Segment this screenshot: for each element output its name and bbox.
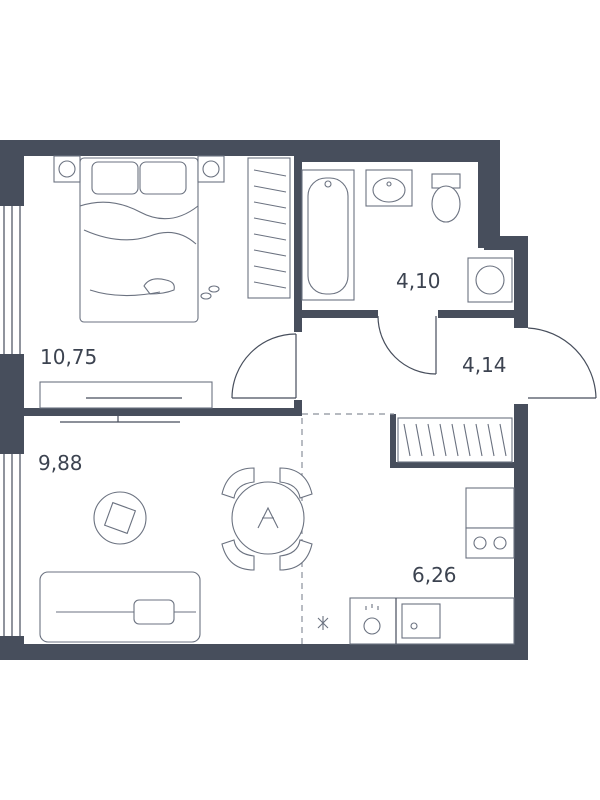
- sofa: [39, 571, 201, 643]
- slippers: [200, 285, 220, 300]
- living-area-label: 9,88: [38, 451, 83, 475]
- hood-icon: [317, 616, 329, 630]
- door-bathroom: [377, 315, 437, 375]
- washing-machine: [467, 257, 513, 303]
- window-bedroom: [0, 206, 24, 354]
- dining-table: [231, 481, 305, 555]
- kitchen-area-label: 6,26: [412, 563, 457, 587]
- sink: [365, 169, 413, 207]
- door-entrance: [527, 327, 597, 399]
- bedroom-area-label: 10,75: [40, 345, 97, 369]
- nightstand-right: [197, 155, 225, 183]
- wardrobe-bedroom: [247, 157, 291, 299]
- toilet: [431, 173, 461, 223]
- coffee-table: [93, 491, 147, 545]
- tv-stand: [39, 381, 213, 409]
- dining-chairs: [221, 467, 313, 571]
- pet-icon: [143, 278, 175, 295]
- bathroom-area-label: 4,10: [396, 269, 441, 293]
- bed: [79, 157, 199, 323]
- stove: [465, 527, 515, 559]
- kitchen-sink: [401, 603, 441, 639]
- interior-walls: [24, 156, 528, 468]
- fridge: [465, 487, 515, 529]
- bathtub: [301, 169, 355, 301]
- tv-living: [60, 416, 180, 423]
- nightstand-left: [53, 155, 81, 183]
- wardrobe-hallway: [397, 417, 513, 463]
- window-living: [0, 454, 24, 636]
- faucet-icon: [363, 604, 381, 635]
- hallway-area-label: 4,14: [462, 353, 507, 377]
- door-bedroom: [231, 333, 297, 399]
